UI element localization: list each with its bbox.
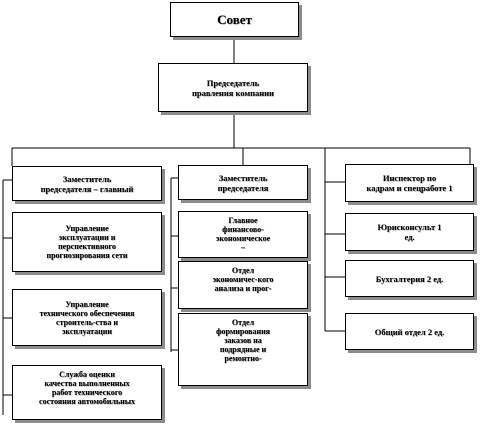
middle-unit-finance-box: Главное финансово- экономическое – [178,211,308,258]
left-unit-technical-box: Управление технического обеспечения стро… [12,289,162,346]
left-unit-quality-box: Служба оценки качества выполненных работ… [12,365,162,420]
right-unit-accounting-box: Бухгалтерия 2 ед. [345,260,474,297]
deputy-left-label: Заместитель председателя – главный [40,173,134,194]
right-unit-label: Бухгалтерия 2 ед. [375,273,444,284]
deputy-middle-box: Заместитель председателя [178,165,308,200]
left-unit-label: Управление технического обеспечения стро… [39,299,135,336]
middle-unit-label: Отдел формирования заказов на подрядные … [215,318,271,363]
council-box: Совет [170,2,299,37]
middle-unit-orders-box: Отдел формирования заказов на подрядные … [178,313,308,386]
council-label: Совет [217,12,252,27]
right-unit-label: Общий отдел 2 ед. [374,326,445,337]
left-unit-operations-box: Управление эксплуатации и перспективного… [12,212,162,272]
chairman-box: Председатель правления компании [158,63,308,112]
right-unit-general-box: Общий отдел 2 ед. [345,313,474,350]
middle-unit-label: Главное финансово- экономическое – [215,216,271,252]
right-unit-hr-box: Инспектор по кадрам и спецработе 1 [345,164,474,202]
deputy-middle-label: Заместитель председателя [217,172,269,193]
chairman-label: Председатель правления компании [192,77,274,98]
right-unit-label: Юрисконсульт 1 ед. [377,222,442,242]
left-unit-label: Служба оценки качества выполненных работ… [39,370,135,406]
deputy-left-box: Заместитель председателя – главный [12,166,162,201]
middle-unit-label: Отдел экономичес-кого анализа и прог- [212,266,274,293]
right-unit-legal-box: Юрисконсульт 1 ед. [345,213,474,251]
right-unit-label: Инспектор по кадрам и спецработе 1 [366,173,453,193]
left-unit-label: Управление эксплуатации и перспективного… [46,224,128,260]
middle-unit-analysis-box: Отдел экономичес-кого анализа и прог- [178,261,308,309]
